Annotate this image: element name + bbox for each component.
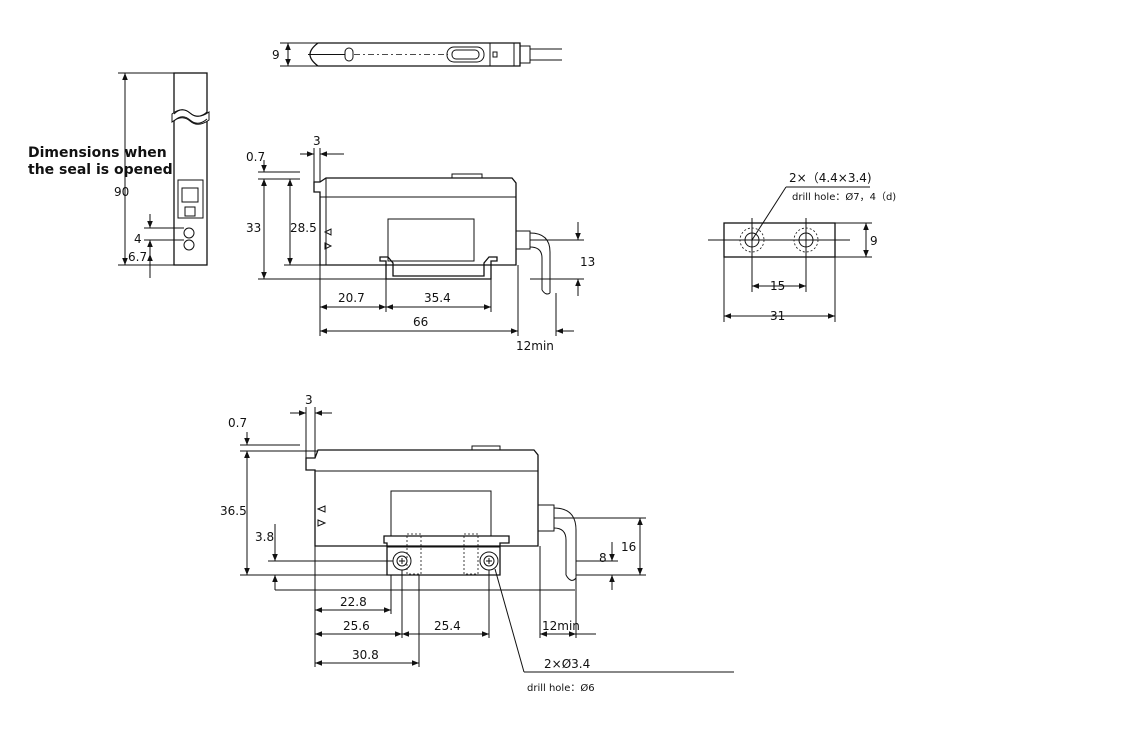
- upper-length-label: 66: [413, 315, 428, 329]
- seal-open-view: 90 4 6.7 Dimensions when the seal is ope…: [28, 72, 210, 278]
- lower-offset-30-8-label: 30.8: [352, 648, 379, 662]
- upper-rail-label: 35.4: [424, 291, 451, 305]
- top-view-height-label: 9: [272, 48, 280, 62]
- mounting-plan: 2×（4.4×3.4) drill hole：Ø7，4（d) 9 15 31: [708, 171, 896, 323]
- seal-bottom-label: 6.7: [128, 250, 147, 264]
- seal-height-label: 90: [114, 185, 129, 199]
- lower-width-label: 3: [305, 393, 313, 407]
- mount-pitch-label: 15: [770, 279, 785, 293]
- seal-note-line2: the seal is opened: [28, 162, 173, 178]
- lower-height-label: 36.5: [220, 504, 247, 518]
- lower-front-view: 0.7 3 36.5 3.8 16 8 22.8 25.6 25.4: [220, 393, 734, 694]
- seal-note-line1: Dimensions when: [28, 145, 167, 161]
- lower-cable-8-label: 8: [599, 551, 607, 565]
- lower-drill-note: drill hole：Ø6: [527, 682, 595, 694]
- seal-pitch-label: 4: [134, 232, 142, 246]
- upper-front-view: 0.7 3 33 28.5 13 20.7 35.4 66 12min: [246, 134, 595, 353]
- upper-width-label: 3: [313, 134, 321, 148]
- upper-offset-label: 20.7: [338, 291, 365, 305]
- upper-cable-height-label: 13: [580, 255, 595, 269]
- lower-gap-label: 0.7: [228, 416, 247, 430]
- lower-offset-25-6-label: 25.6: [343, 619, 370, 633]
- upper-gap-label: 0.7: [246, 150, 265, 164]
- lower-pitch-label: 25.4: [434, 619, 461, 633]
- mount-height-label: 9: [870, 234, 878, 248]
- lower-cable-16-label: 16: [621, 540, 636, 554]
- top-view: 9: [272, 42, 562, 67]
- upper-cable-min-label: 12min: [516, 339, 554, 353]
- lower-hole-note: 2×Ø3.4: [544, 657, 590, 671]
- lower-cable-min-label: 12min: [542, 619, 580, 633]
- upper-height-28-5-label: 28.5: [290, 221, 317, 235]
- lower-hole-height-label: 3.8: [255, 530, 274, 544]
- lower-offset-22-8-label: 22.8: [340, 595, 367, 609]
- mount-drill-note: drill hole：Ø7，4（d): [792, 191, 896, 203]
- mount-length-label: 31: [770, 309, 785, 323]
- mount-slot-note: 2×（4.4×3.4): [789, 171, 872, 185]
- upper-height-33-label: 33: [246, 221, 261, 235]
